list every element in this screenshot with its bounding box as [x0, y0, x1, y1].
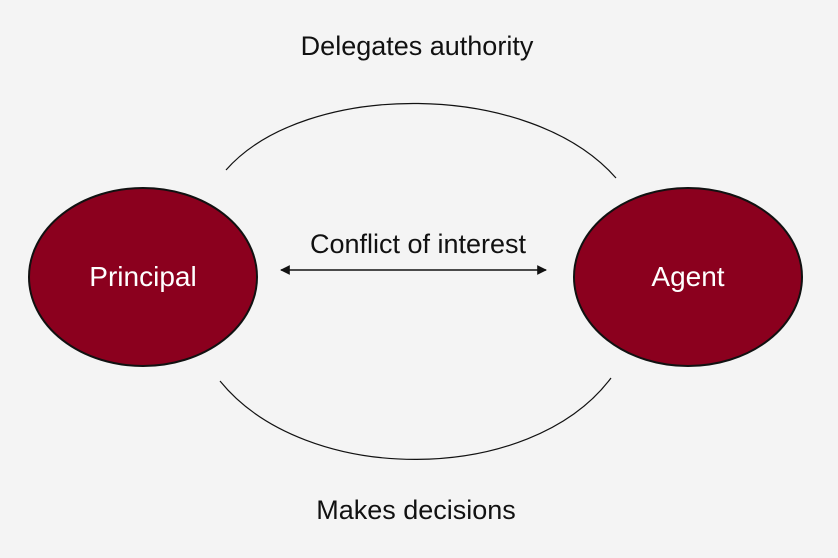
principal-label: Principal: [89, 261, 197, 292]
makes-decisions-label: Makes decisions: [316, 495, 516, 525]
top-arc-connector: [225, 102, 617, 179]
delegates-authority-label: Delegates authority: [300, 31, 534, 61]
agent-label: Agent: [651, 261, 725, 292]
bottom-arc-connector: [219, 377, 612, 460]
agent-node: [573, 187, 803, 367]
principal-node: [28, 187, 258, 367]
conflict-of-interest-label: Conflict of interest: [309, 229, 527, 259]
